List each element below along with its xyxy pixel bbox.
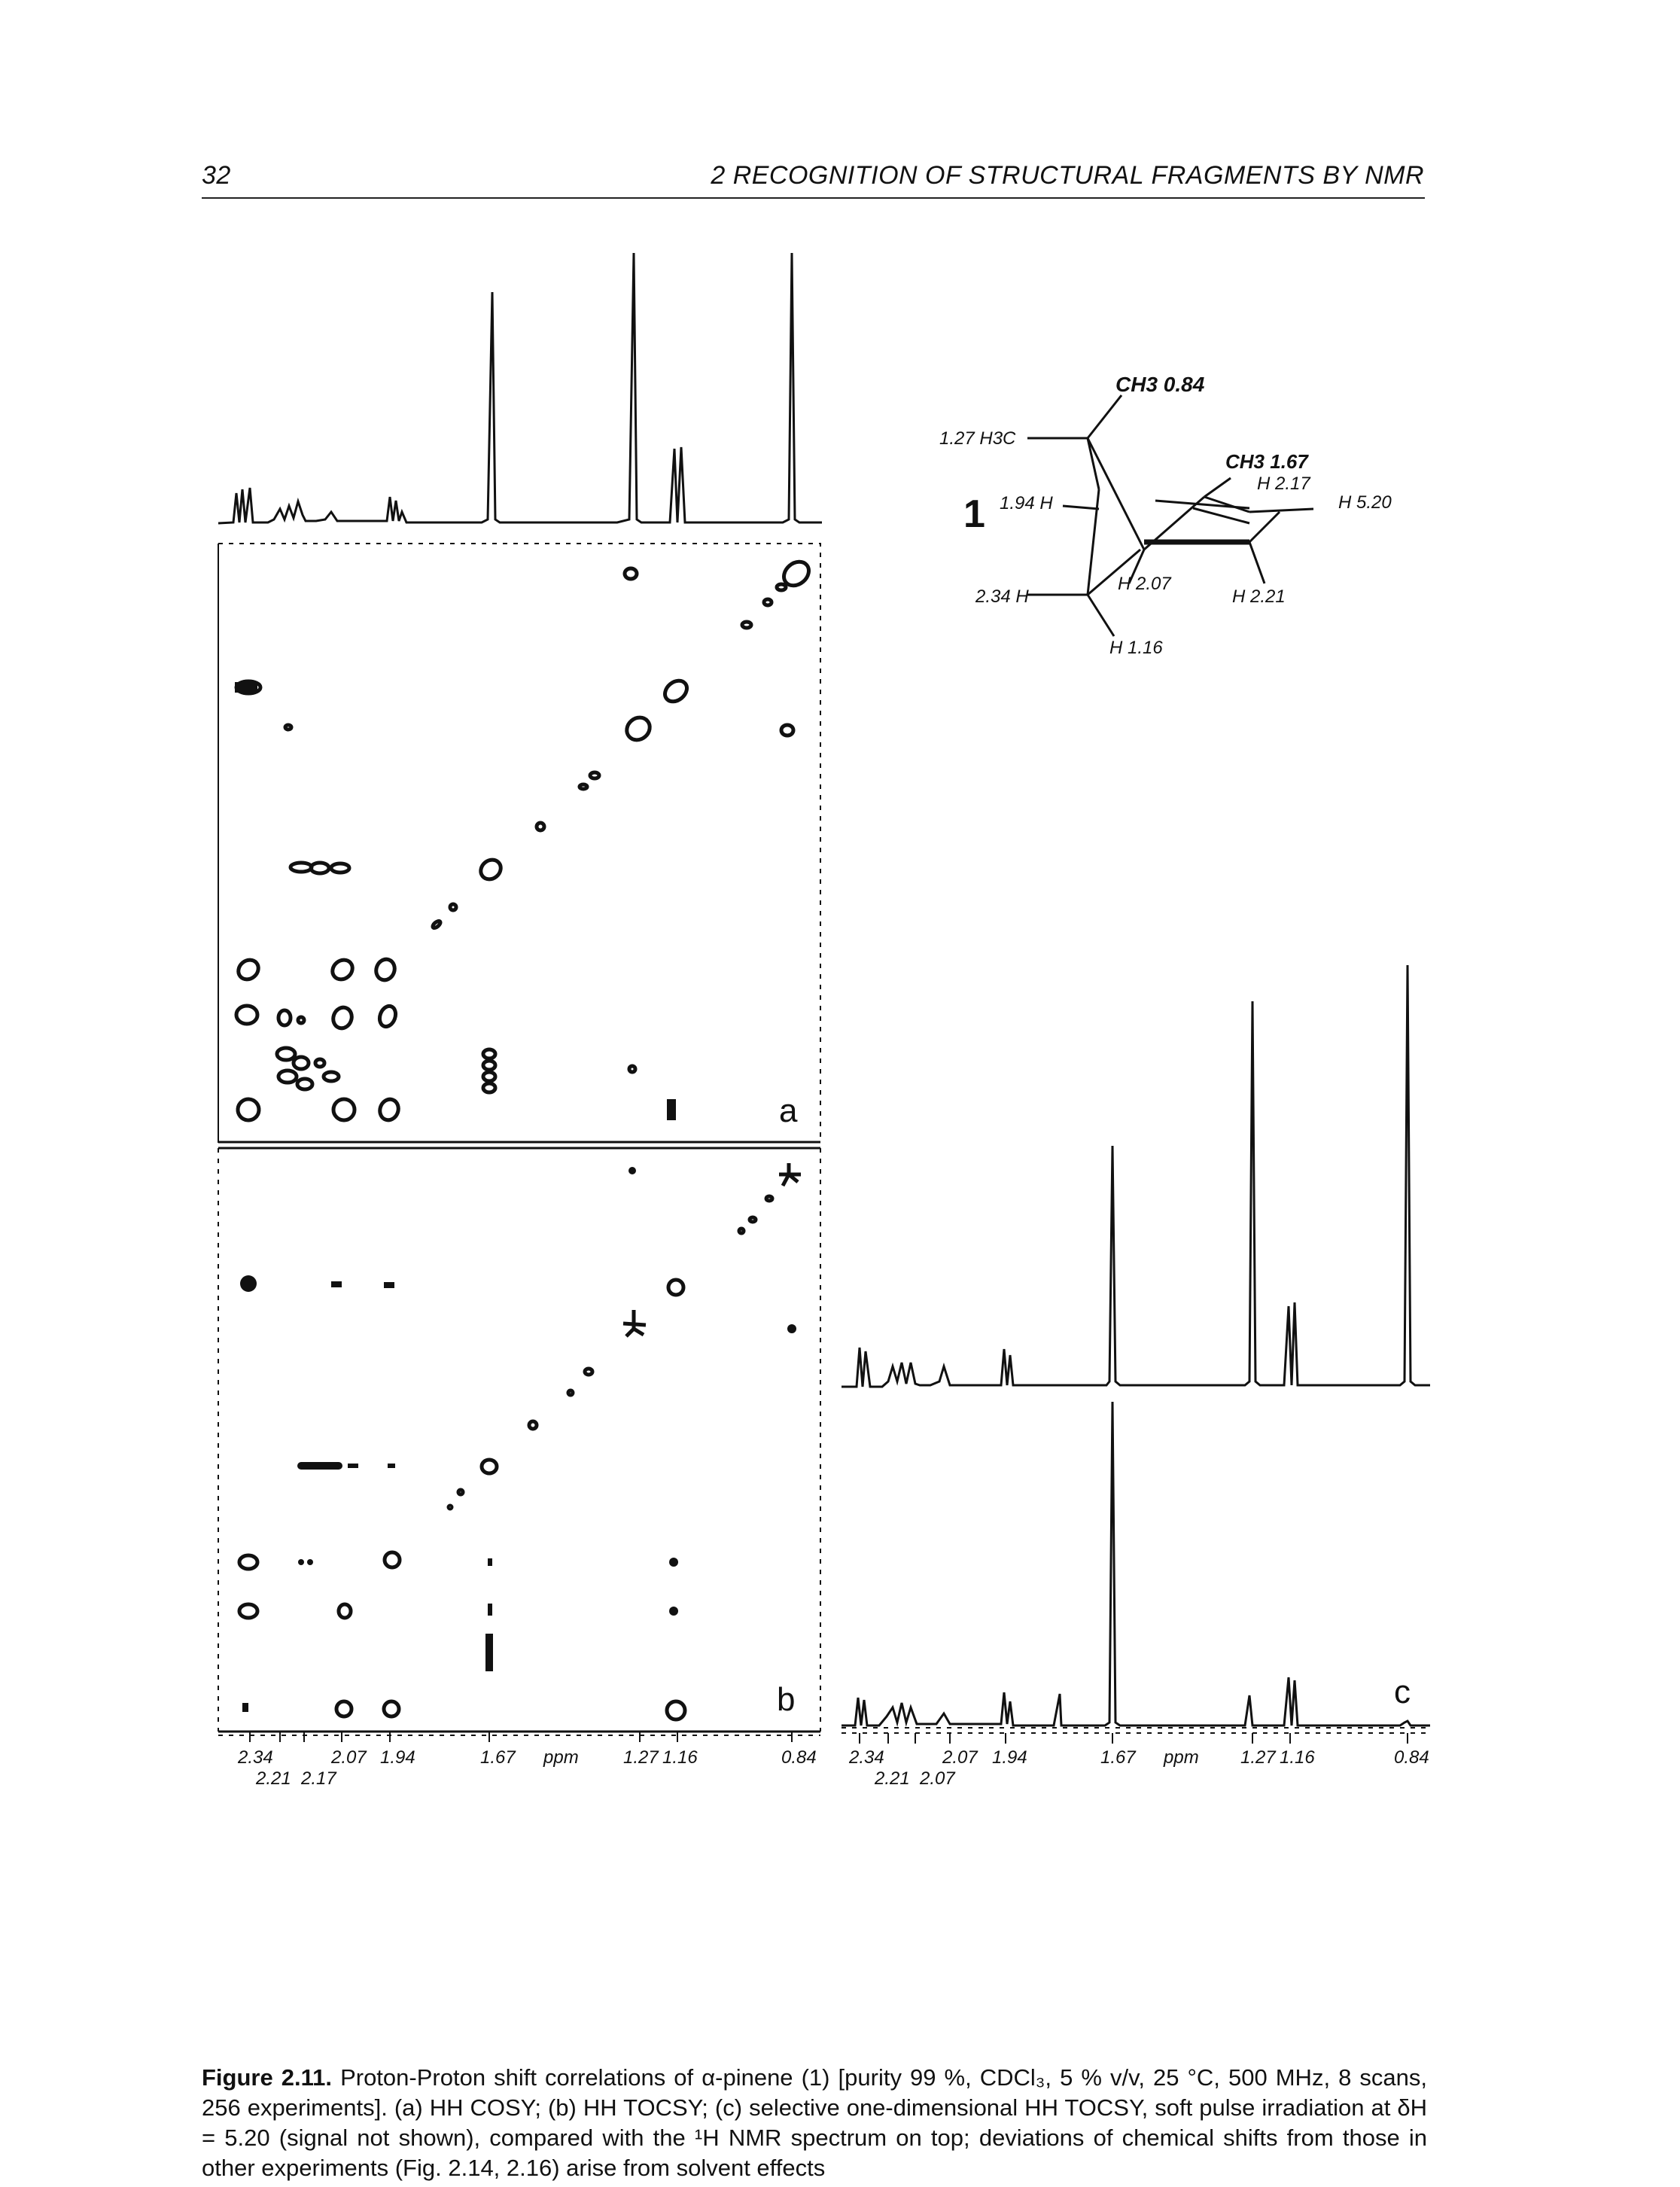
header-rule	[202, 197, 1425, 199]
figure-caption: Figure 2.11. Proton-Proton shift correla…	[202, 2063, 1427, 2183]
x-axis-right-labels: 2.34 2.07 1.94 1.67 ppm 1.27 1.16 0.84 2…	[848, 1747, 1429, 1789]
tick-label: 2.07	[942, 1747, 978, 1768]
tick-label: 1.16	[662, 1747, 698, 1768]
top-1d-spectrum	[218, 252, 822, 525]
tick-label: 2.21	[874, 1768, 910, 1789]
tick-label: 0.84	[1394, 1747, 1429, 1768]
h-217-label: H 2.17	[1257, 474, 1311, 494]
tick-label: 1.67	[480, 1747, 516, 1768]
panel-a-cosy: a	[218, 543, 821, 1144]
h3c-left-label: 1.27 H3C	[939, 428, 1016, 449]
h-520-label: H 5.20	[1338, 492, 1392, 513]
alpha-pinene-structure: CH3 0.84 1.27 H3C CH3 1.67 H 2.17 H 5.20…	[939, 373, 1392, 658]
panel-b-tocsy: b	[218, 1147, 821, 1733]
axis-unit: ppm	[1163, 1747, 1199, 1768]
tick-label: 1.94	[380, 1747, 415, 1768]
h-194-label: 1.94 H	[1000, 493, 1053, 513]
tick-label: 1.94	[992, 1747, 1027, 1768]
x-axis-left	[218, 1732, 820, 1742]
h-234-label: 2.34 H	[975, 586, 1029, 607]
right-1d-spectrum-c	[842, 1401, 1430, 1729]
compound-number: 1	[963, 492, 985, 536]
panel-c-label: c	[1394, 1674, 1411, 1710]
panel-a-label: a	[779, 1092, 798, 1129]
page-number: 32	[202, 161, 231, 190]
ch3-top-label: CH3 0.84	[1115, 373, 1205, 396]
h-221-label: H 2.21	[1232, 586, 1286, 607]
panel-b-label: b	[777, 1681, 795, 1718]
tick-label: 2.21	[255, 1768, 291, 1789]
caption-text: Proton-Proton shift correlations of α-pi…	[202, 2064, 1427, 2181]
tick-label: 1.27	[1240, 1747, 1277, 1768]
tick-label: 0.84	[781, 1747, 817, 1768]
x-axis-left-labels: 2.34 2.07 1.94 1.67 ppm 1.27 1.16 0.84 2…	[237, 1747, 817, 1789]
tick-label: 1.16	[1280, 1747, 1315, 1768]
running-head: 2 RECOGNITION OF STRUCTURAL FRAGMENTS BY…	[711, 161, 1424, 190]
tick-label: 2.17	[300, 1768, 337, 1789]
axis-unit: ppm	[543, 1747, 579, 1768]
tick-label: 2.07	[919, 1768, 956, 1789]
tick-label: 1.27	[623, 1747, 659, 1768]
tick-label: 2.34	[848, 1747, 884, 1768]
tick-label: 2.34	[237, 1747, 273, 1768]
h-207-label: H 2.07	[1118, 574, 1172, 594]
ch3-right-label: CH3 1.67	[1225, 450, 1309, 473]
tick-label: 1.67	[1100, 1747, 1137, 1768]
tick-label: 2.07	[330, 1747, 367, 1768]
caption-label: Figure 2.11.	[202, 2064, 333, 2091]
h-116-label: H 1.16	[1109, 638, 1163, 658]
x-axis-right	[842, 1732, 1430, 1744]
right-1d-spectrum-top	[842, 964, 1430, 1388]
